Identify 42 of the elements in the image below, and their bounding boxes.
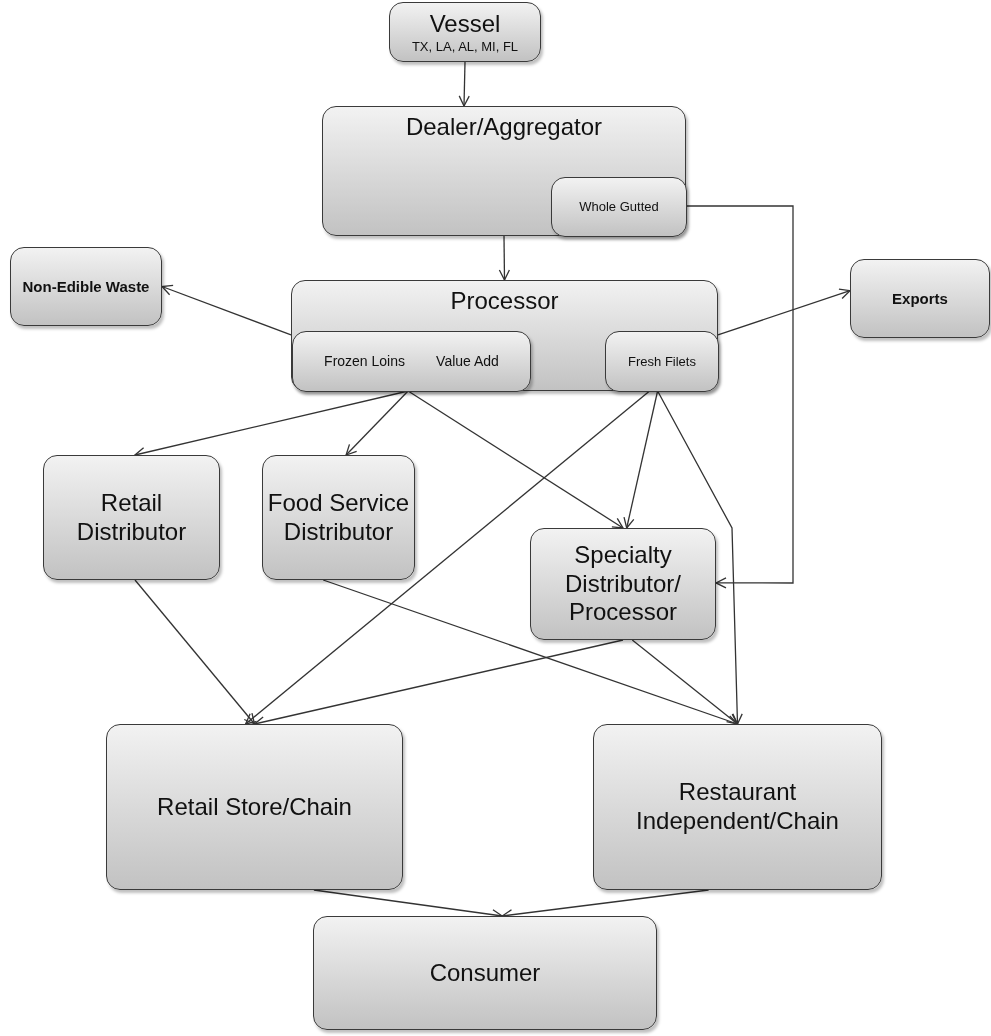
node-label: Retail Store/Chain (157, 792, 352, 822)
arrow (458, 61, 470, 107)
node-label: Retail Distributor (75, 488, 188, 547)
arrow (623, 390, 659, 529)
node-label: Non-Edible Waste (22, 277, 150, 296)
node-sublabel: Value Add (436, 353, 499, 370)
node-label: Dealer/Aggregator (405, 113, 603, 142)
node-label: Vessel (429, 9, 501, 39)
process-box (106, 724, 403, 890)
node-sublabel: TX, LA, AL, MI, FL (411, 38, 519, 55)
arrow (631, 639, 739, 725)
process-box (313, 916, 657, 1030)
node-label: Processor (450, 287, 559, 316)
node-label: Specialty Distributor/ Processor (564, 540, 682, 628)
process-box (605, 331, 719, 392)
process-box (389, 2, 541, 62)
arrow (345, 390, 409, 456)
node-label: Fresh Filets (628, 353, 696, 370)
node-label: Frozen Loins (324, 353, 405, 370)
process-box (10, 247, 162, 326)
process-box (593, 724, 882, 890)
arrow (656, 390, 743, 725)
process-box (530, 528, 716, 640)
process-box (262, 455, 415, 580)
process-box (291, 280, 718, 391)
arrow (498, 235, 511, 281)
arrow (407, 390, 624, 529)
arrow (685, 205, 794, 589)
arrow (134, 579, 256, 725)
node-label: Food Service Distributor (266, 488, 411, 547)
process-box (292, 331, 531, 392)
process-box (850, 259, 990, 338)
process-box (551, 177, 687, 237)
arrow (161, 284, 292, 336)
node-label: Whole Gutted (579, 199, 659, 215)
process-box (43, 455, 220, 580)
arrow (717, 288, 851, 336)
node-label: Consumer (429, 958, 541, 988)
node-label: Restaurant Independent/Chain (635, 778, 840, 836)
process-box (322, 106, 686, 236)
node-label: Exports (892, 289, 948, 308)
arrow (244, 390, 651, 725)
